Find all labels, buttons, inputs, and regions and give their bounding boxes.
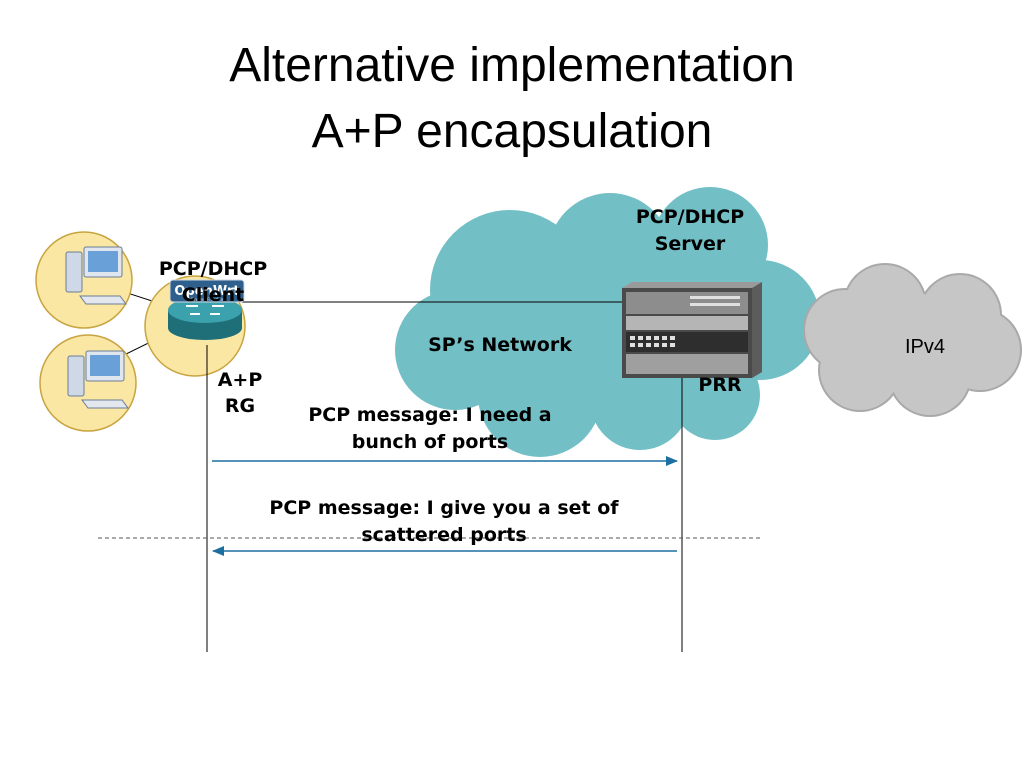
rg-label-1: A+P: [217, 369, 263, 391]
sp-network-label: SP’s Network: [428, 334, 572, 356]
openwrt-logo-subtext: Wireless Freedom: [189, 297, 224, 302]
response-message-line-2: scattered ports: [361, 524, 527, 546]
server-proto-label-1: PCP/DHCP: [635, 206, 745, 228]
client-proto-label-2: Client: [181, 284, 245, 306]
prr-label: PRR: [698, 374, 742, 396]
title-line-1: Alternative implementation: [229, 39, 795, 92]
response-message-line-1: PCP message: I give you a set of: [269, 497, 619, 519]
prr-device-icon: [622, 282, 762, 378]
ipv4-cloud: [803, 263, 1022, 417]
host-computer-icon: [39, 334, 137, 432]
rg-label-2: RG: [224, 395, 256, 417]
router-icon: [168, 297, 242, 340]
title-line-2: A+P encapsulation: [311, 105, 713, 158]
request-message-line-2: bunch of ports: [351, 431, 509, 453]
openwrt-logo: OpenWrt Wireless Freedom: [169, 279, 245, 303]
ipv4-label: IPv4: [904, 336, 946, 358]
request-message-line-1: PCP message: I need a: [308, 404, 552, 426]
host-computer-icon: [35, 231, 133, 329]
server-proto-label-2: Server: [654, 233, 726, 255]
client-proto-label-1: PCP/DHCP: [158, 258, 268, 280]
openwrt-logo-text: OpenWrt: [174, 284, 239, 299]
